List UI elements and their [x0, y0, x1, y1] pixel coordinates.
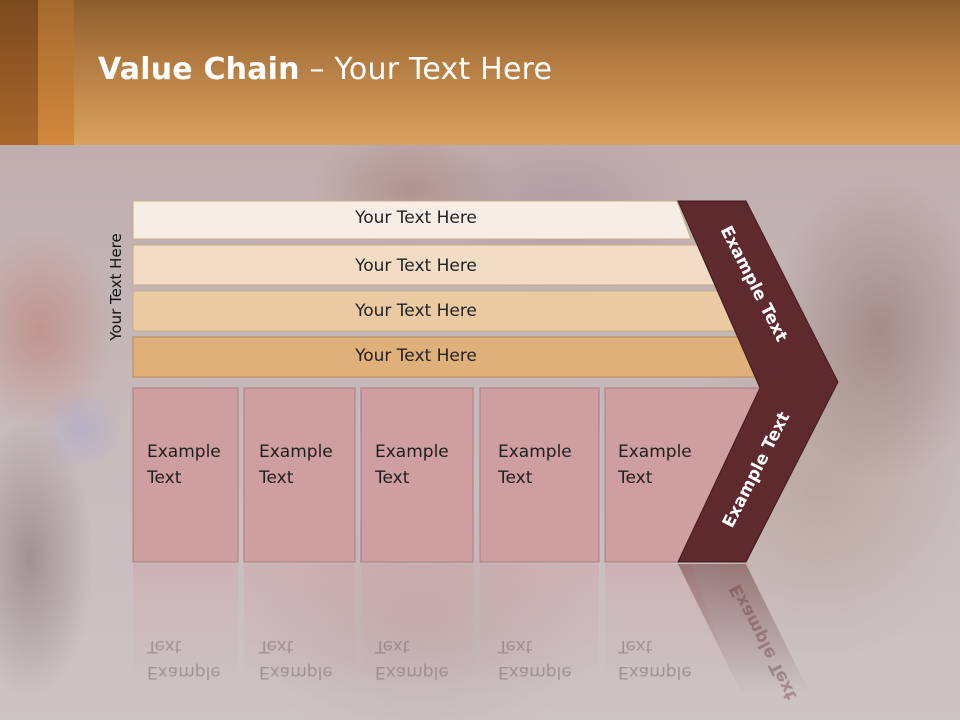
header-accent-stripe	[0, 0, 38, 145]
support-row-label: Your Text Here	[355, 346, 477, 366]
cell-line: Text	[618, 468, 653, 488]
slide-header: Value Chain – Your Text Here	[0, 0, 960, 145]
cell-line: Text	[375, 468, 410, 488]
cell-label-reflection: Example Text	[259, 633, 333, 685]
cell-line: Text	[147, 636, 182, 656]
cell-label-reflection: Example Text	[375, 633, 449, 685]
cell-line: Text	[618, 636, 653, 656]
support-row-label: Your Text Here	[355, 256, 477, 276]
support-row-1	[132, 200, 692, 240]
activity-cell-2	[243, 387, 356, 563]
header-accent-stripe	[38, 0, 74, 145]
slide-title: Value Chain – Your Text Here	[98, 52, 552, 87]
support-row-label: Your Text Here	[355, 208, 477, 228]
cell-line: Example	[375, 442, 449, 462]
cell-line: Text	[498, 468, 533, 488]
cell-reflection	[133, 564, 238, 694]
cell-line: Text	[259, 636, 294, 656]
activity-cell-3	[360, 387, 474, 563]
cell-reflection	[361, 564, 473, 694]
activity-cell-4	[479, 387, 600, 563]
cell-line: Text	[259, 468, 294, 488]
title-rest: – Your Text Here	[299, 52, 553, 87]
cell-reflection	[605, 564, 740, 694]
cell-line: Example	[259, 662, 333, 682]
cell-line: Example	[498, 442, 572, 462]
cell-line: Example	[147, 662, 221, 682]
cell-line: Text	[147, 468, 182, 488]
support-row-label: Your Text Here	[355, 301, 477, 321]
cell-line: Example	[498, 662, 572, 682]
cell-reflection	[480, 564, 599, 694]
title-bold: Value Chain	[98, 52, 300, 87]
cell-line: Example	[147, 442, 221, 462]
activity-cell-1	[132, 387, 239, 563]
chevron-reflection	[678, 564, 810, 694]
margin-chevron	[677, 200, 839, 563]
cell-reflection	[244, 564, 355, 694]
cell-label-reflection: Example Text	[618, 633, 692, 685]
cell-label-reflection: Example Text	[147, 633, 221, 685]
cell-line: Example	[375, 662, 449, 682]
cell-line: Example	[618, 442, 692, 462]
cell-line: Text	[498, 636, 533, 656]
cell-line: Example	[618, 662, 692, 682]
cell-line: Text	[375, 636, 410, 656]
cell-line: Example	[259, 442, 333, 462]
cell-label-reflection: Example Text	[498, 633, 572, 685]
